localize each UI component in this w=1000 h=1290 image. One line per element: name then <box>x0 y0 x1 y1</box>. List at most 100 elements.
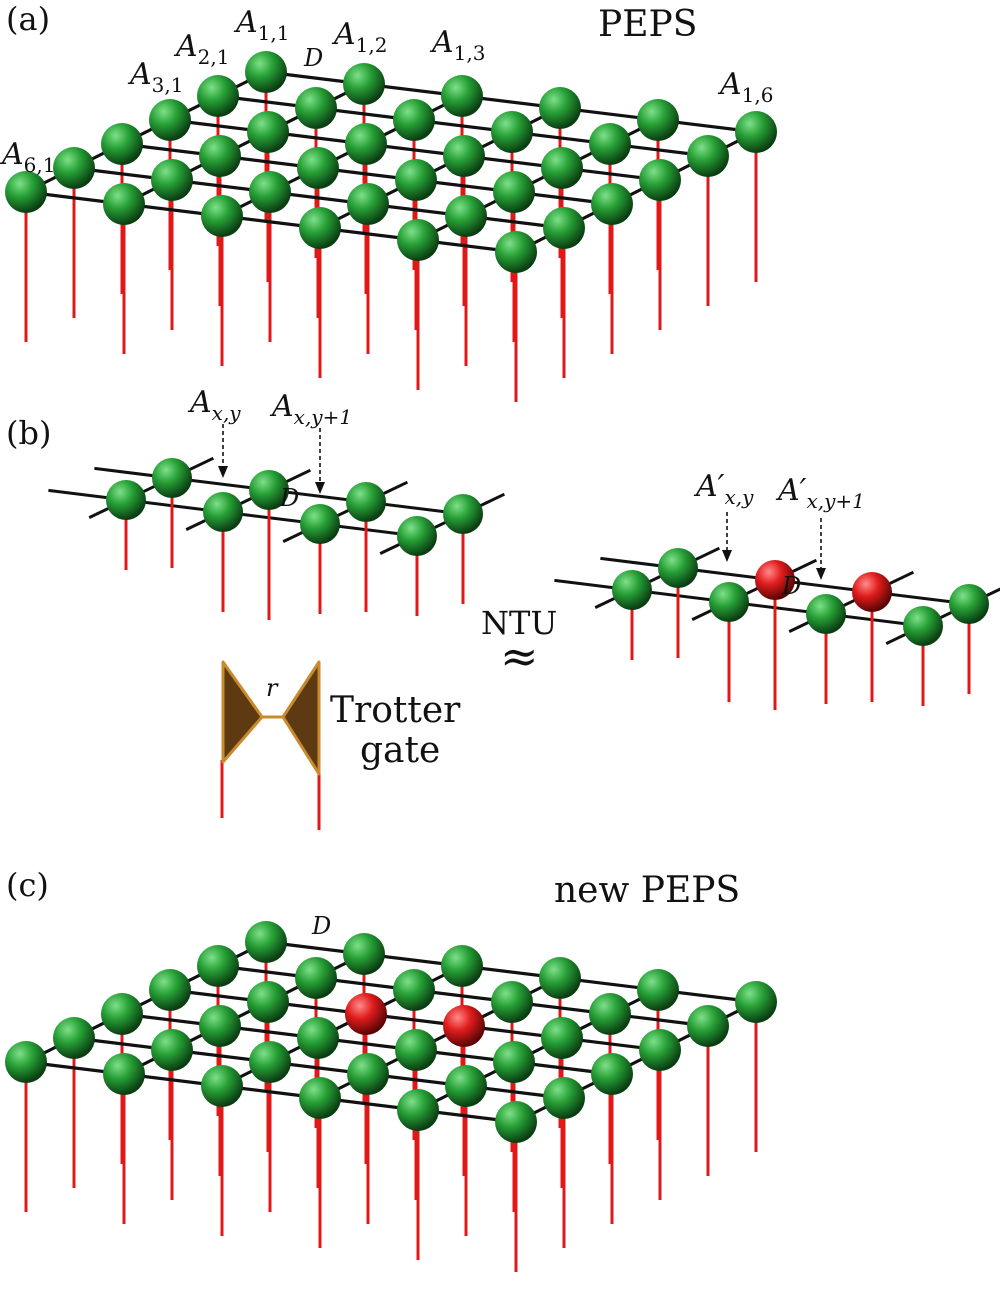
ntu-label: NTU <box>481 604 557 642</box>
c-site <box>441 945 483 987</box>
c-site <box>201 1065 243 1107</box>
a-site <box>347 183 389 225</box>
b-before-site <box>249 470 289 510</box>
panel-c: (c) new PEPS D <box>5 866 777 1272</box>
c-site <box>247 981 289 1023</box>
site-labels-a: A1,1 A2,1 A3,1 A6,1 A1,2 A1,3 A1,6 D <box>0 5 773 177</box>
site-label-a-1-6: A1,6 <box>717 67 773 107</box>
gate-label-line1: Trotter <box>330 690 461 731</box>
local-lattice-after <box>554 546 1000 710</box>
a-site <box>639 159 681 201</box>
a-site <box>687 135 729 177</box>
c-site <box>103 1053 145 1095</box>
gate-right-wedge <box>281 660 321 776</box>
arrow-label-a-xy1: Ax,y+1 <box>269 389 352 429</box>
peps-lattice-a <box>5 51 777 402</box>
arrow-a-xy1: Ax,y+1 <box>269 389 352 494</box>
arrow-a-xy: Ax,y <box>187 385 241 478</box>
c-updated-site <box>443 1005 485 1047</box>
a-site <box>343 63 385 105</box>
c-site <box>347 1053 389 1095</box>
c-site <box>149 969 191 1011</box>
c-bonds <box>25 940 757 1124</box>
b-before-site <box>106 480 146 520</box>
local-lattice-before <box>48 456 506 620</box>
c-sites <box>5 921 777 1143</box>
a-site <box>151 159 193 201</box>
c-site <box>541 1017 583 1059</box>
bond-label-b-left: D <box>279 484 299 512</box>
a-bonds <box>25 70 757 254</box>
c-site <box>101 993 143 1035</box>
a-site <box>443 135 485 177</box>
b-before-col-bond <box>379 492 506 555</box>
trotter-gate: r Trotter gate <box>220 660 461 830</box>
a-site <box>201 195 243 237</box>
a-site <box>591 183 633 225</box>
panel-b-label: (b) <box>6 414 51 452</box>
c-site <box>589 993 631 1035</box>
a-site <box>53 147 95 189</box>
c-site <box>495 1101 537 1143</box>
b-after-updated-site <box>852 572 892 612</box>
site-label-a-1-3: A1,3 <box>429 25 485 65</box>
c-site <box>397 1089 439 1131</box>
c-site <box>395 1029 437 1071</box>
c-site <box>299 1077 341 1119</box>
b-before-site <box>443 494 483 534</box>
site-label-a-2-1: A2,1 <box>173 29 229 69</box>
arrow-label-a-prime-xy1: A′x,y+1 <box>775 473 865 513</box>
c-site <box>5 1041 47 1083</box>
a-site <box>637 99 679 141</box>
c-site <box>249 1041 291 1083</box>
arrow-label-a-prime-xy: A′x,y <box>693 469 754 509</box>
b-after-site <box>949 584 989 624</box>
c-site <box>245 921 287 963</box>
c-site <box>493 1041 535 1083</box>
a-site <box>395 159 437 201</box>
ntu-approx: NTU ≈ <box>481 604 557 683</box>
panel-c-title: new PEPS <box>554 870 740 911</box>
a-site <box>735 111 777 153</box>
panel-a-title: PEPS <box>598 4 697 45</box>
a-site <box>103 183 145 225</box>
a-site <box>5 171 47 213</box>
a-site <box>101 123 143 165</box>
c-updated-site <box>345 993 387 1035</box>
c-site <box>543 1077 585 1119</box>
c-site <box>735 981 777 1023</box>
a-site <box>297 147 339 189</box>
c-site <box>639 1029 681 1071</box>
a-site <box>491 111 533 153</box>
site-label-a-6-1: A6,1 <box>0 137 55 177</box>
b-after-site <box>806 594 846 634</box>
b-before-site <box>300 504 340 544</box>
a-site <box>541 147 583 189</box>
gate-bond-label: r <box>266 674 279 702</box>
a-site <box>247 111 289 153</box>
c-site <box>393 969 435 1011</box>
b-after-updated-site <box>755 560 795 600</box>
bond-label-c: D <box>311 912 331 940</box>
c-site <box>491 981 533 1023</box>
arrow-label-a-xy: Ax,y <box>187 385 241 425</box>
b-after-site <box>903 606 943 646</box>
site-label-a-1-2: A1,2 <box>331 17 387 57</box>
a-site <box>493 171 535 213</box>
b-before-site <box>346 482 386 522</box>
a-site <box>245 51 287 93</box>
a-site <box>197 75 239 117</box>
a-site <box>149 99 191 141</box>
c-site <box>151 1029 193 1071</box>
c-site <box>445 1065 487 1107</box>
peps-lattice-c <box>5 921 777 1272</box>
c-site <box>53 1017 95 1059</box>
gate-label-line2: gate <box>360 730 440 771</box>
a-sites <box>5 51 777 273</box>
c-site <box>687 1005 729 1047</box>
gate-left-wedge <box>221 660 264 764</box>
b-before-site <box>152 458 192 498</box>
panel-b: (b) Ax,y Ax,y+1 D r Trotter gate NTU <box>6 385 1000 830</box>
c-site <box>295 957 337 999</box>
